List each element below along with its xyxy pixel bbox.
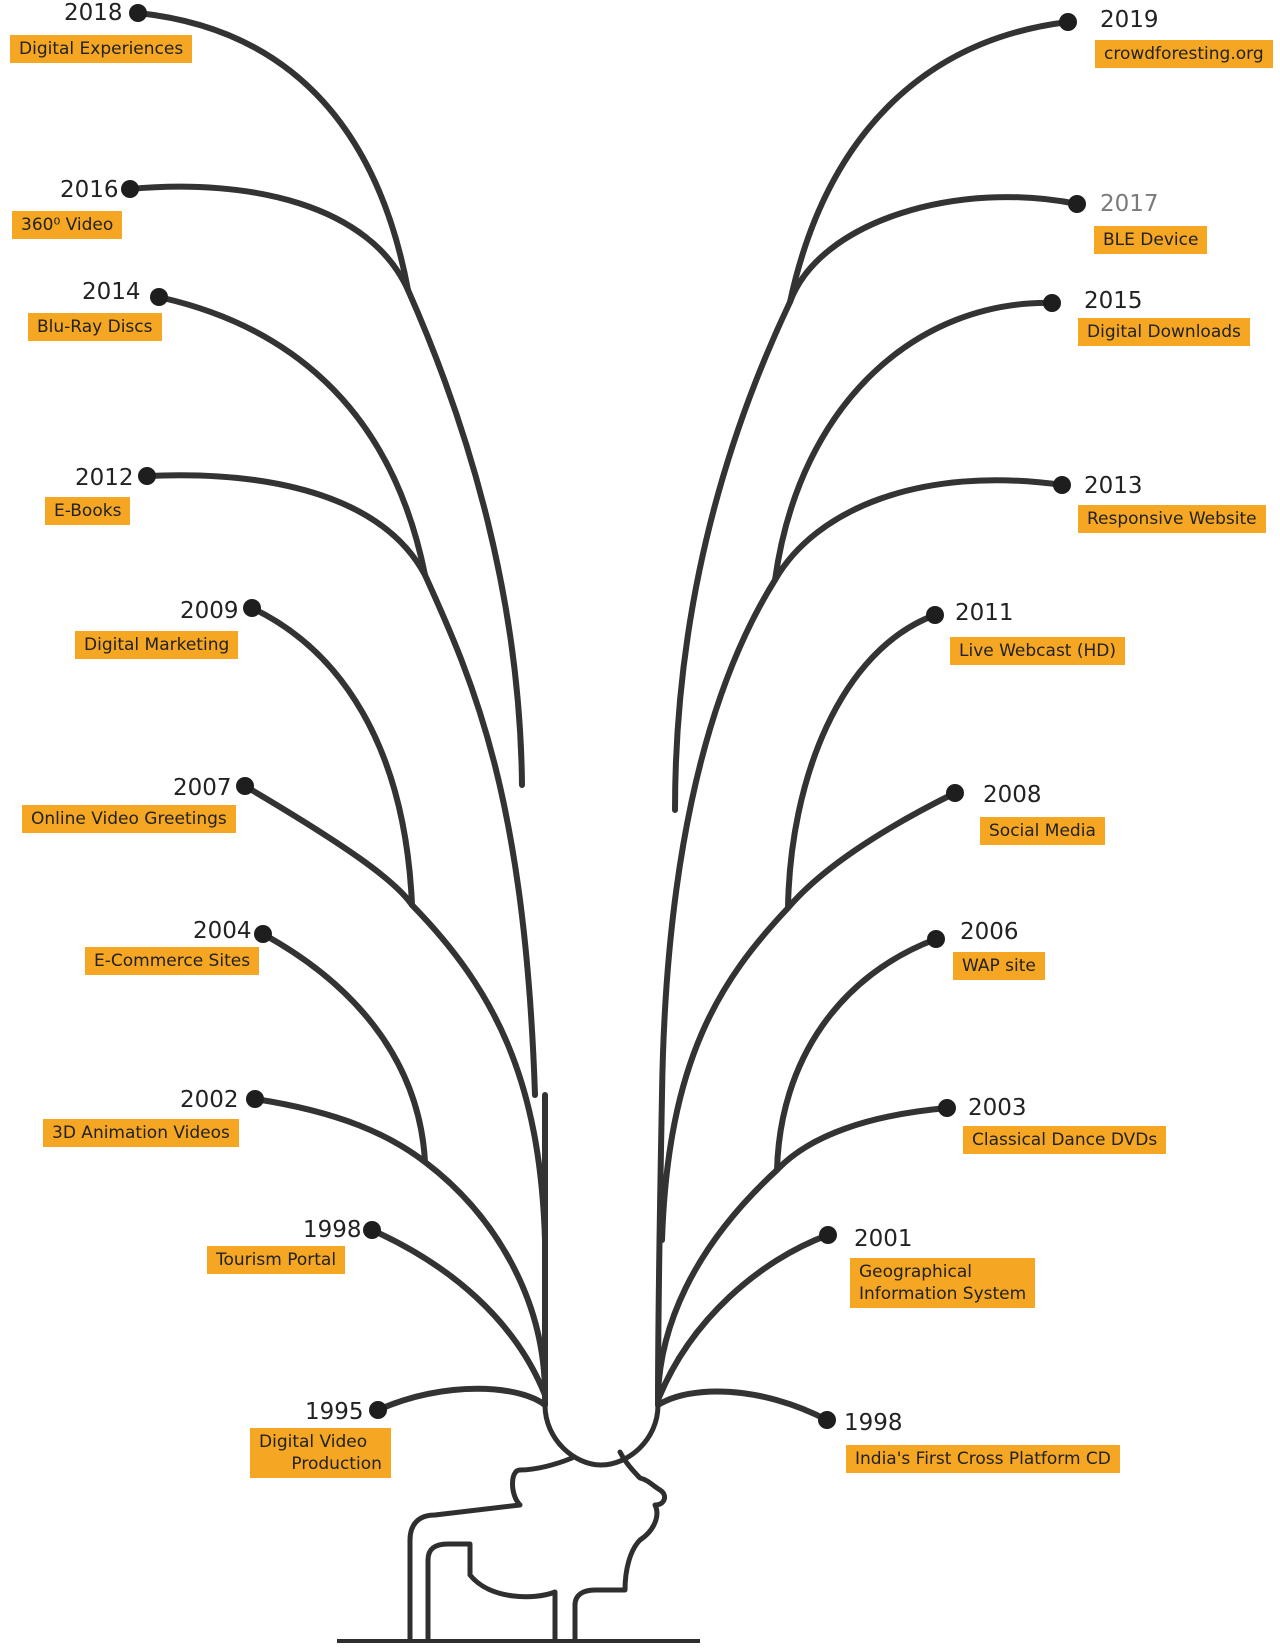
year-right-2006: 2006 — [960, 919, 1019, 945]
dot-left-1998 — [363, 1221, 381, 1239]
label-left-2016: 360⁰ Video — [12, 211, 123, 239]
year-right-2008: 2008 — [983, 782, 1042, 808]
label-right-2013: Responsive Website — [1078, 505, 1266, 533]
branch-right-1998 — [655, 1388, 830, 1423]
label-left-1995: Digital Video Production — [250, 1428, 391, 1478]
year-right-2001: 2001 — [854, 1226, 913, 1252]
label-left-2009: Digital Marketing — [75, 631, 239, 659]
dot-left-2012 — [138, 467, 156, 485]
label-left-2012: E-Books — [45, 497, 131, 525]
year-left-1995: 1995 — [305, 1399, 364, 1425]
branch-right-2017 — [672, 194, 1080, 813]
branch-left-2018 — [135, 10, 411, 293]
label-right-2003: Classical Dance DVDs — [963, 1126, 1167, 1154]
label-right-2008: Social Media — [980, 817, 1105, 845]
branch-left-1998 — [369, 1227, 548, 1398]
year-right-2011: 2011 — [955, 600, 1014, 626]
branch-right-2008 — [659, 790, 958, 1243]
dot-right-2017 — [1068, 195, 1086, 213]
branch-left-2009 — [249, 605, 415, 908]
label-right-2011: Live Webcast (HD) — [950, 637, 1126, 665]
year-left-2004: 2004 — [193, 918, 252, 944]
deer-head-outline — [542, 1402, 661, 1468]
label-left-2018: Digital Experiences — [10, 35, 193, 63]
branch-left-2004 — [260, 931, 428, 1165]
label-right-2017: BLE Device — [1094, 226, 1208, 254]
branch-left-1995 — [375, 1385, 548, 1413]
branch-right-2011 — [785, 612, 938, 911]
year-left-2002: 2002 — [180, 1087, 239, 1113]
label-left-2004: E-Commerce Sites — [85, 947, 260, 975]
label-left-2007: Online Video Greetings — [22, 805, 236, 833]
year-right-2017: 2017 — [1100, 191, 1159, 217]
branch-left-2014 — [160, 295, 428, 578]
year-left-2018: 2018 — [64, 0, 123, 26]
dot-left-2004 — [254, 925, 272, 943]
year-right-2015: 2015 — [1084, 288, 1143, 314]
dot-right-2013 — [1053, 476, 1071, 494]
dot-right-2019 — [1059, 13, 1077, 31]
label-left-2014: Blu-Ray Discs — [28, 313, 162, 341]
branch-right-2015 — [772, 299, 1055, 583]
dot-right-2011 — [926, 606, 944, 624]
label-left-2002: 3D Animation Videos — [43, 1119, 239, 1147]
branch-right-2006 — [774, 936, 939, 1173]
branch-left-2007 — [242, 783, 548, 1243]
dot-right-1998 — [818, 1411, 836, 1429]
label-right-2015: Digital Downloads — [1078, 318, 1250, 346]
year-right-2003: 2003 — [968, 1095, 1027, 1121]
dot-left-2007 — [236, 777, 254, 795]
label-right-2019: crowdforesting.org — [1095, 40, 1273, 68]
year-right-2019: 2019 — [1100, 7, 1159, 33]
dot-right-2015 — [1043, 294, 1061, 312]
dot-left-2002 — [246, 1090, 264, 1108]
year-left-2012: 2012 — [75, 465, 134, 491]
branch-right-2003 — [655, 1105, 950, 1398]
branch-left-2002 — [252, 1096, 548, 1398]
dot-left-2016 — [121, 180, 139, 198]
year-left-2016: 2016 — [60, 177, 119, 203]
deer-body-outline — [407, 1449, 668, 1643]
year-left-2007: 2007 — [173, 775, 232, 801]
branch-left-2012 — [144, 472, 538, 1098]
year-right-2013: 2013 — [1084, 473, 1143, 499]
dot-right-2001 — [819, 1226, 837, 1244]
year-left-2009: 2009 — [180, 598, 239, 624]
trunk-right — [655, 1092, 665, 1408]
dot-left-2018 — [129, 4, 147, 22]
dot-right-2003 — [938, 1099, 956, 1117]
branch-right-2013 — [659, 477, 1065, 1098]
label-right-2001: Geographical Information System — [850, 1258, 1036, 1308]
dot-left-2009 — [243, 599, 261, 617]
branch-right-2019 — [787, 19, 1071, 305]
year-left-1998: 1998 — [303, 1217, 362, 1243]
dot-left-2014 — [150, 288, 168, 306]
year-right-1998: 1998 — [844, 1410, 903, 1436]
dot-right-2006 — [927, 930, 945, 948]
label-left-1998: Tourism Portal — [207, 1246, 346, 1274]
year-left-2014: 2014 — [82, 279, 141, 305]
branch-right-2001 — [655, 1232, 831, 1403]
dot-right-2008 — [946, 784, 964, 802]
label-right-1998: India's First Cross Platform CD — [846, 1445, 1120, 1473]
branch-left-2016 — [127, 183, 525, 788]
dot-left-1995 — [369, 1401, 387, 1419]
label-right-2006: WAP site — [953, 952, 1045, 980]
